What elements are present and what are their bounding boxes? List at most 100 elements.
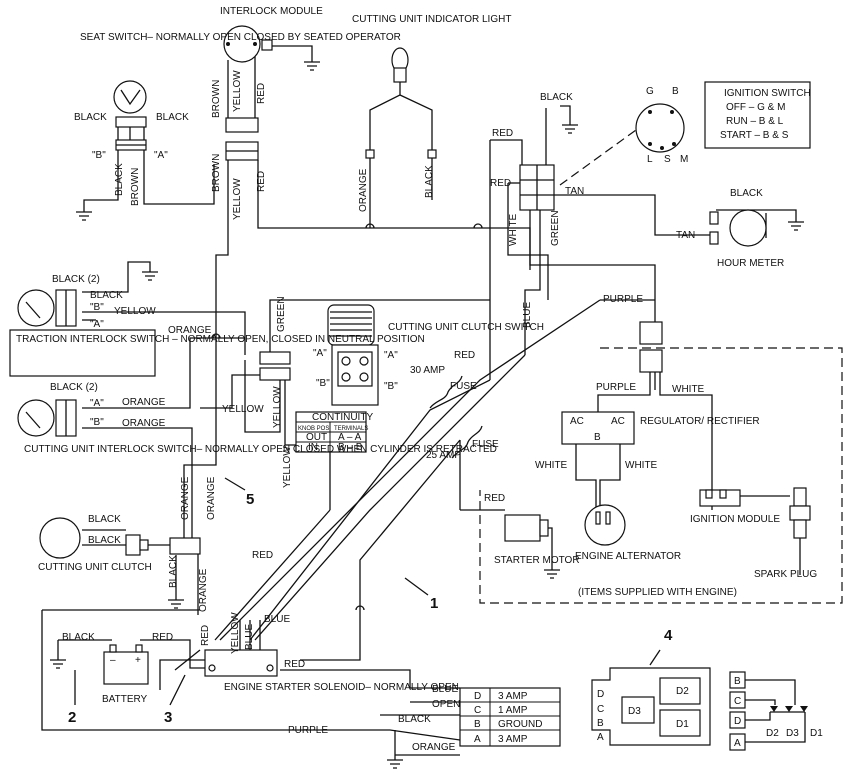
ign-off: OFF – G & M — [726, 102, 785, 113]
ign-red-1: RED — [492, 128, 513, 139]
v-red-sol: RED — [200, 625, 211, 646]
reg-purple: PURPLE — [596, 382, 636, 393]
fb-wire-3: BLACK — [398, 714, 431, 725]
fb-letter-3: B — [474, 719, 481, 730]
clutch-a-right: "A" — [384, 350, 398, 361]
v-orange-2: ORANGE — [206, 476, 217, 520]
ds-d2: D2 — [766, 728, 779, 739]
reg-white: WHITE — [672, 384, 705, 395]
v-yellow-clutch: YELLOW — [272, 386, 283, 428]
continuity-r1c2: A – A — [338, 432, 362, 443]
callout-2: 2 — [68, 709, 76, 726]
solenoid-label: ENGINE STARTER SOLENOID– NORMALLY OPEN — [224, 682, 459, 693]
regulator — [561, 321, 663, 445]
vertical-labels: BLACK BROWN BROWN YELLOW RED BROWN YELLO… — [114, 70, 561, 654]
fb-rating-4: 3 AMP — [498, 734, 528, 745]
v-im-brown-2: BROWN — [211, 154, 222, 192]
reg-ac-2: AC — [611, 416, 625, 427]
regulator-label: REGULATOR/ RECTIFIER — [640, 416, 760, 427]
batt-pos: + — [135, 655, 141, 666]
callout-5: 5 — [246, 491, 254, 508]
v-seat-black: BLACK — [114, 163, 125, 196]
seat-switch-label: SEAT SWITCH– NORMALLY OPEN CLOSED BY SEA… — [80, 32, 401, 43]
fuse-30-label: 30 AMP — [410, 365, 445, 376]
fb-rating-3: GROUND — [498, 719, 542, 730]
alternator — [584, 504, 626, 546]
fb-rating-2: 1 AMP — [498, 705, 528, 716]
starter-motor — [504, 514, 549, 542]
ds-b: B — [734, 676, 741, 687]
fuse-1-label: FUSE — [450, 381, 477, 392]
labels: INTERLOCK MODULE CUTTING UNIT INDICATOR … — [16, 6, 823, 753]
ign-term-m: M — [680, 154, 688, 165]
cutting-clutch-label: CUTTING UNIT CLUTCH — [38, 562, 152, 573]
v-yellow-clutch-2: YELLOW — [282, 446, 293, 488]
v-im-yellow-1: YELLOW — [232, 70, 243, 112]
seat-b-label: "B" — [92, 150, 106, 161]
reg-b: B — [594, 432, 601, 443]
purple-top: PURPLE — [603, 294, 643, 305]
continuity-r2c1: IN — [308, 442, 318, 453]
v-orange-1: ORANGE — [180, 476, 191, 520]
dm-d1: D1 — [676, 719, 689, 730]
fuse-25-label: 25 AMP — [426, 450, 461, 461]
dm-d2: D2 — [676, 686, 689, 697]
clutch-b-left: "B" — [316, 378, 330, 389]
engine-boundary — [479, 347, 843, 604]
spark-plug-label: SPARK PLUG — [754, 569, 817, 580]
red-left: RED — [252, 550, 273, 561]
ign-start: START – B & S — [720, 130, 789, 141]
continuity-title: CONTINUITY — [312, 412, 373, 423]
ign-tan: TAN — [565, 186, 584, 197]
orange-a: ORANGE — [168, 325, 212, 336]
ign-term-s: S — [664, 154, 671, 165]
ign-run: RUN – B & L — [726, 116, 784, 127]
v-blue: BLUE — [522, 302, 533, 328]
ign-title: IGNITION SWITCH — [724, 88, 811, 99]
v-green: GREEN — [550, 210, 561, 246]
ignition-module — [699, 489, 741, 507]
fb-rating-1: 3 AMP — [498, 691, 528, 702]
clutch-black-2: BLACK — [88, 535, 121, 546]
fb-letter-1: D — [474, 691, 481, 702]
ignition-switch — [519, 81, 811, 211]
traction-black2: BLACK (2) — [52, 274, 100, 285]
hour-meter-label: HOUR METER — [717, 258, 784, 269]
ignition-module-label: IGNITION MODULE — [690, 514, 780, 525]
continuity-col2: TERMINALS — [334, 426, 368, 432]
clutch-black-1: BLACK — [88, 514, 121, 525]
clutch-yellow: YELLOW — [222, 404, 264, 415]
ds-d: D — [734, 716, 741, 727]
continuity-col1: KNOB POS. — [298, 426, 331, 432]
spark-plug — [789, 487, 811, 539]
cut-orange-2: ORANGE — [122, 418, 166, 429]
red-fuse: RED — [454, 350, 475, 361]
dm-letter-d: D — [597, 689, 604, 700]
interlock-module — [223, 25, 273, 161]
reg-ac-1: AC — [570, 416, 584, 427]
v-black-light: BLACK — [424, 165, 435, 198]
cut-b: "B" — [90, 417, 104, 428]
ign-term-l: L — [647, 154, 653, 165]
diode-module — [591, 667, 711, 746]
purple-bottom: PURPLE — [288, 725, 328, 736]
ds-a: A — [734, 738, 741, 749]
v-im-red-2: RED — [256, 171, 267, 192]
fb-wire-4: ORANGE — [412, 742, 456, 753]
callout-4: 4 — [664, 627, 673, 644]
starter-solenoid — [204, 649, 278, 677]
seat-black-left: BLACK — [74, 112, 107, 123]
traction-yellow: YELLOW — [114, 306, 156, 317]
continuity-r2c2: B – B — [338, 442, 363, 453]
v-black-clutch: BLACK — [168, 555, 179, 588]
fuse-block — [459, 687, 561, 747]
cutting-interlock-switch — [17, 399, 77, 437]
fb-letter-2: C — [474, 705, 481, 716]
seat-black-right: BLACK — [156, 112, 189, 123]
batt-red: RED — [152, 632, 173, 643]
sol-red: RED — [284, 659, 305, 670]
indicator-light-label: CUTTING UNIT INDICATOR LIGHT — [352, 14, 511, 25]
traction-switch — [9, 289, 156, 377]
